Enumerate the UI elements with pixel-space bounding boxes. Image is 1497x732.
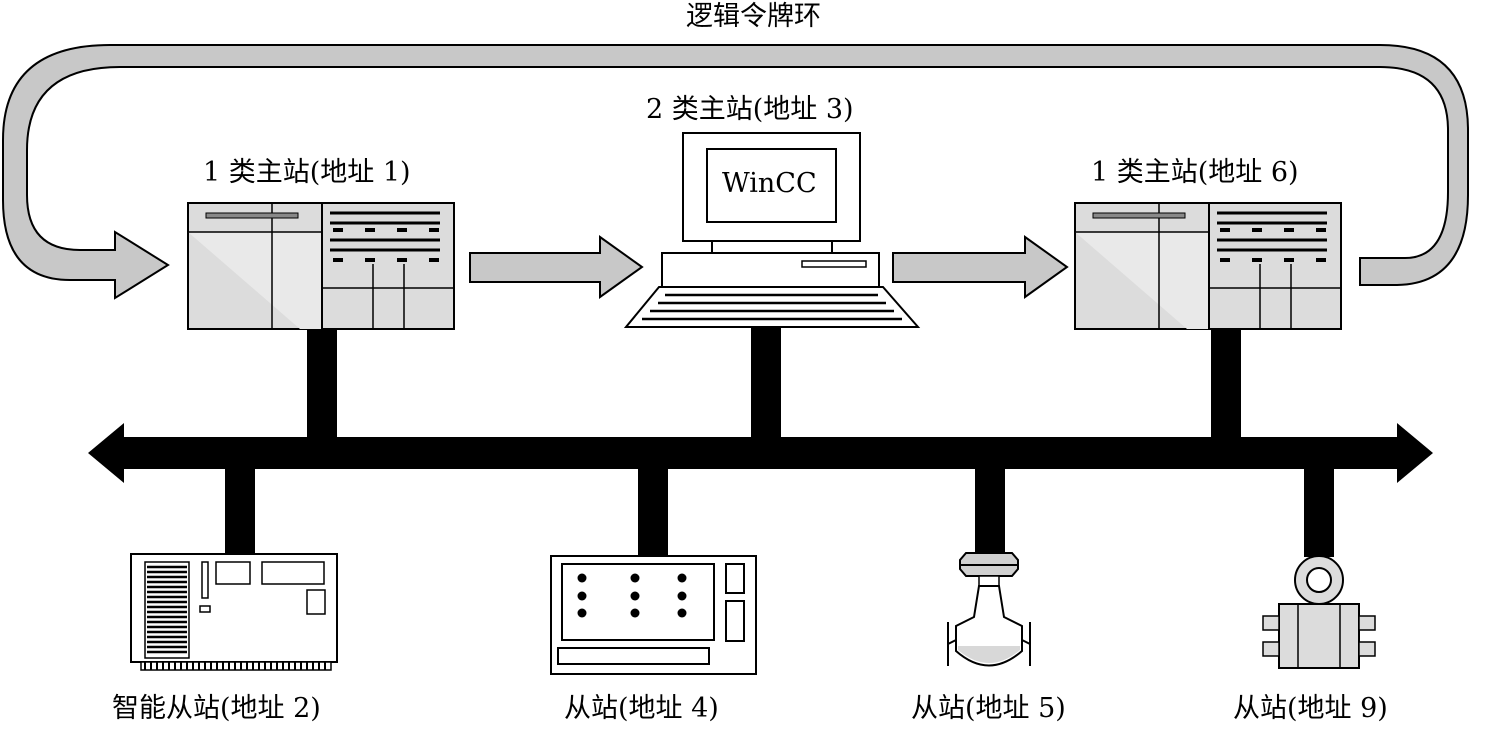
token-ring-title: 逻辑令牌环 xyxy=(686,1,821,32)
token-ring-arrow xyxy=(1,44,1469,300)
monitor-screen xyxy=(706,148,837,223)
master-1-plc xyxy=(187,202,455,330)
slave-4-label: 从站(地址 9) xyxy=(1233,693,1388,724)
slave-1-label: 智能从站(地址 2) xyxy=(112,693,321,724)
computer-case xyxy=(661,252,880,288)
slave-2-device xyxy=(550,555,757,675)
token-pass-arrow-1 xyxy=(469,235,644,299)
slave-2-label: 从站(地址 4) xyxy=(564,693,719,724)
master-1-label: 1 类主站(地址 1) xyxy=(203,157,411,188)
slave-3-device xyxy=(947,552,1031,667)
master-2-screen-text: WinCC xyxy=(722,168,817,199)
master-2-computer xyxy=(623,132,921,328)
slave-4-device xyxy=(1262,555,1376,669)
token-ring xyxy=(1,44,1469,300)
master-3-label: 1 类主站(地址 6) xyxy=(1091,157,1299,188)
master-2-label: 2 类主站(地址 3) xyxy=(646,94,854,125)
token-pass-arrow-2 xyxy=(892,235,1069,299)
profibus-line xyxy=(88,423,1433,483)
keyboard-icon xyxy=(623,286,921,328)
slave-1-device xyxy=(130,553,338,671)
master-3-plc xyxy=(1074,202,1342,330)
slave-3-label: 从站(地址 5) xyxy=(911,693,1066,724)
